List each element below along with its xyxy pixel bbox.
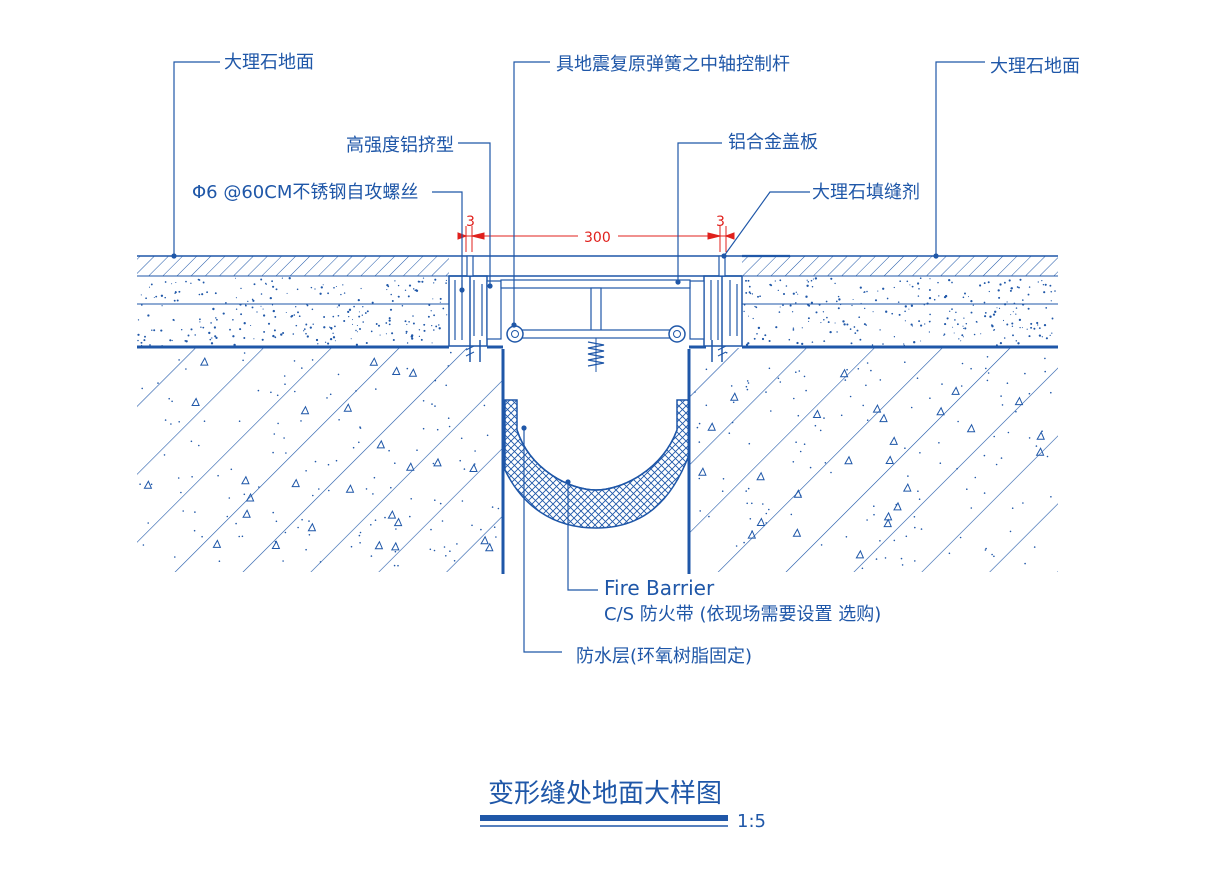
label-marble-right: 大理石地面 (990, 56, 1080, 77)
label-sealant: 大理石填缝剂 (812, 182, 920, 203)
dim-right-gap: 3 (716, 214, 725, 230)
drawing-title: 变形缝处地面大样图 (488, 779, 722, 809)
title-underline (480, 815, 728, 827)
screw-right (711, 255, 727, 362)
drawing-scale: 1:5 (737, 811, 766, 832)
label-cover-plate: 铝合金盖板 (728, 132, 818, 153)
label-screw: Φ6 @60CM不锈钢自攻螺丝 (192, 182, 418, 203)
screw-left (465, 255, 481, 362)
concrete-aggregate (139, 351, 1052, 570)
concrete-slab-left (137, 348, 503, 572)
joint-assembly (448, 275, 743, 372)
fire-barrier (504, 399, 690, 529)
label-aluminum-profile: 高强度铝挤型 (346, 135, 454, 156)
label-fire-barrier-cn: C/S 防火带 (依现场需要设置 选购) (604, 604, 881, 625)
dim-joint-width: 300 (584, 230, 611, 246)
mortar-bed (137, 277, 1056, 347)
dim-left-gap: 3 (466, 214, 475, 230)
leader-dots (171, 253, 939, 485)
label-fire-barrier-en: Fire Barrier (604, 576, 715, 600)
label-center-rod: 具地震复原弹簧之中轴控制杆 (556, 54, 790, 75)
label-marble-left: 大理石地面 (224, 52, 314, 73)
marble-layer (137, 255, 1058, 277)
concrete-slab-right (689, 348, 1058, 572)
leader-lines (173, 61, 985, 653)
label-waterproof: 防水层(环氧树脂固定) (576, 646, 752, 667)
